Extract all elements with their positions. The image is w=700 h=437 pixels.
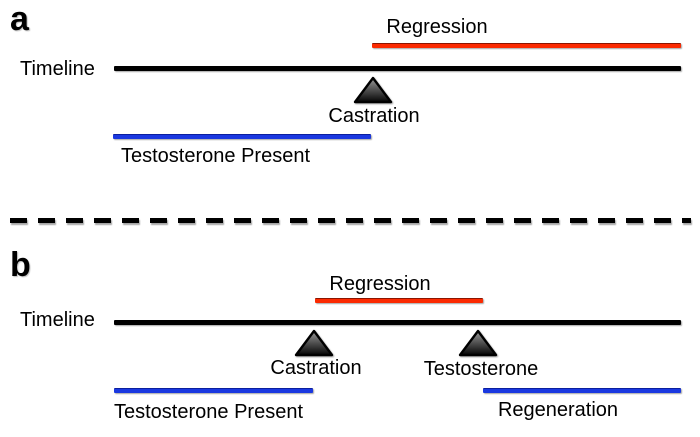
- panel-a-timeline-label: Timeline: [20, 58, 95, 80]
- panel-a-testosterone-line: [113, 134, 371, 139]
- panel-b-timeline-line: [114, 320, 681, 325]
- panel-b-castration-marker-icon: [294, 329, 334, 357]
- panel-b-regeneration-line: [483, 388, 681, 393]
- panel-b-timeline-label: Timeline: [20, 309, 95, 331]
- panel-b-label: b: [10, 246, 31, 284]
- panel-b-testosterone-marker-icon: [458, 329, 498, 357]
- panel-a-castration-label: Castration: [328, 105, 420, 127]
- panel-b-testosterone-present-label: Testosterone Present: [114, 401, 303, 423]
- panel-a-testosterone-present-label: Testosterone Present: [121, 145, 310, 167]
- panel-b-castration-label: Castration: [270, 357, 362, 379]
- panel-b-regeneration-label: Regeneration: [497, 399, 619, 421]
- panel-b-regression-line: [315, 298, 483, 303]
- panel-a-castration-marker-icon: [353, 76, 393, 104]
- panel-b-regression-label: Regression: [329, 273, 431, 295]
- panel-a-regression-line: [372, 43, 681, 48]
- panel-a-timeline-line: [114, 66, 681, 71]
- panel-b-testosterone-present-line: [114, 388, 313, 393]
- panel-divider-dashed-line: [10, 218, 691, 223]
- panel-b-testosterone-label: Testosterone: [423, 358, 539, 380]
- panel-a-regression-label: Regression: [386, 16, 488, 38]
- panel-a-label: a: [10, 0, 29, 38]
